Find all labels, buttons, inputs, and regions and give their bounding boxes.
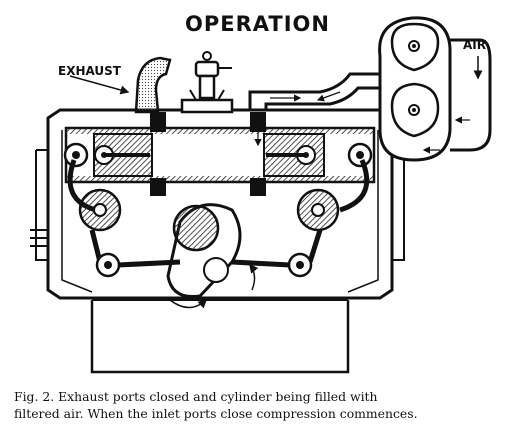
caption-line-1: Fig. 2. Exhaust ports closed and cylinde… (14, 389, 378, 404)
caption-line-2: filtered air. When the inlet ports close… (14, 406, 418, 421)
right-piston (263, 133, 325, 177)
diagram-heading: OPERATION (185, 12, 330, 36)
exhaust-pipe (69, 56, 172, 114)
crankcase-sump (90, 299, 350, 374)
crankshaft (117, 203, 291, 309)
roots-blower (378, 16, 492, 162)
figure-caption: Fig. 2. Exhaust ports closed and cylinde… (14, 388, 509, 422)
right-connecting-rod (287, 142, 373, 278)
air-duct (248, 72, 388, 147)
left-piston (93, 133, 153, 177)
fuel-injector (180, 51, 234, 114)
exhaust-label: EXHAUST (58, 64, 121, 78)
left-connecting-rod (63, 142, 122, 278)
